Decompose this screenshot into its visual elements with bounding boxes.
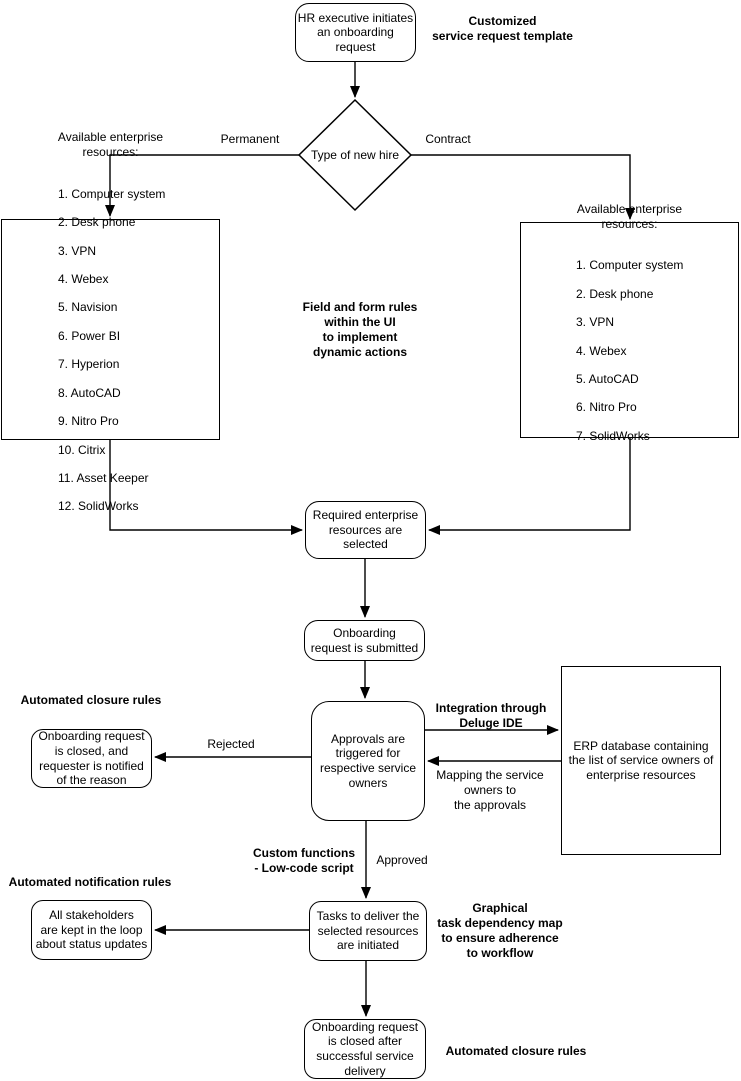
list-item: 9. Nitro Pro bbox=[58, 414, 119, 429]
annotation-closure-rules-bottom: Automated closure rules bbox=[445, 1044, 587, 1058]
annotation-custom-functions: Custom functions - Low-code script bbox=[253, 846, 355, 875]
annotation-notification-rules: Automated notification rules bbox=[8, 875, 172, 889]
list-item: 1. Computer system bbox=[58, 186, 166, 201]
stakeholders-node: All stakeholders are kept in the loop ab… bbox=[31, 900, 152, 960]
list-item: 4. Webex bbox=[576, 343, 627, 358]
list-item: 5. AutoCAD bbox=[576, 372, 639, 387]
request-submitted-node: Onboarding request is submitted bbox=[304, 620, 425, 661]
list-item: 6. Nitro Pro bbox=[576, 400, 637, 415]
decision-diamond bbox=[297, 98, 413, 212]
list-item: 2. Desk phone bbox=[58, 215, 136, 230]
list-item: 1. Computer system bbox=[576, 258, 684, 273]
resources-title: Available enterprise resources: bbox=[576, 201, 683, 231]
edge-label-rejected: Rejected bbox=[207, 737, 255, 751]
list-item: 12. SolidWorks bbox=[58, 499, 139, 514]
list-item: 5. Navision bbox=[58, 300, 118, 315]
list-item: 3. VPN bbox=[58, 243, 97, 258]
annotation-closure-rules-top: Automated closure rules bbox=[20, 693, 162, 707]
decision-label: Type of new hire bbox=[310, 148, 400, 162]
start-node: HR executive initiates an onboarding req… bbox=[295, 3, 416, 62]
rejected-closure-node: Onboarding request is closed, and reques… bbox=[31, 729, 152, 788]
approvals-node: Approvals are triggered for respective s… bbox=[311, 701, 425, 821]
edge-label-permanent: Permanent bbox=[220, 132, 280, 146]
list-item: 6. Power BI bbox=[58, 328, 121, 343]
edge-label-approved: Approved bbox=[376, 853, 428, 867]
annotation-integration-deluge: Integration through Deluge IDE bbox=[435, 701, 547, 730]
annotation-field-form-rules: Field and form rules within the UI to im… bbox=[302, 300, 418, 359]
permanent-resources-box: Available enterprise resources: 1. Compu… bbox=[1, 130, 220, 513]
list-item: 10. Citrix bbox=[58, 442, 106, 457]
list-item: 4. Webex bbox=[58, 272, 109, 287]
resources-title: Available enterprise resources: bbox=[57, 130, 164, 160]
edge-label-contract: Contract bbox=[425, 132, 471, 146]
list-item: 11. Asset Keeper bbox=[58, 471, 149, 485]
required-resources-node: Required enterprise resources are select… bbox=[305, 501, 426, 559]
list-item: 7. SolidWorks bbox=[576, 428, 650, 443]
annotation-graphical-dependency-map: Graphical task dependency map to ensure … bbox=[437, 901, 563, 960]
resources-list: 1. Computer system 2. Desk phone 3. VPN … bbox=[2, 173, 219, 529]
list-item: 7. Hyperion bbox=[58, 357, 120, 372]
contract-resources-box: Available enterprise resources: 1. Compu… bbox=[520, 202, 739, 443]
list-item: 8. AutoCAD bbox=[58, 385, 121, 400]
tasks-initiated-node: Tasks to deliver the selected resources … bbox=[309, 901, 427, 961]
resources-list: 1. Computer system 2. Desk phone 3. VPN … bbox=[521, 245, 738, 459]
list-item: 3. VPN bbox=[576, 315, 615, 330]
final-closure-node: Onboarding request is closed after succe… bbox=[304, 1019, 426, 1079]
erp-database-box: ERP database containing the list of serv… bbox=[561, 666, 721, 855]
annotation-customized-template: Customized service request template bbox=[432, 14, 573, 43]
annotation-mapping-service-owners: Mapping the service owners to the approv… bbox=[436, 768, 544, 812]
list-item: 2. Desk phone bbox=[576, 286, 654, 301]
